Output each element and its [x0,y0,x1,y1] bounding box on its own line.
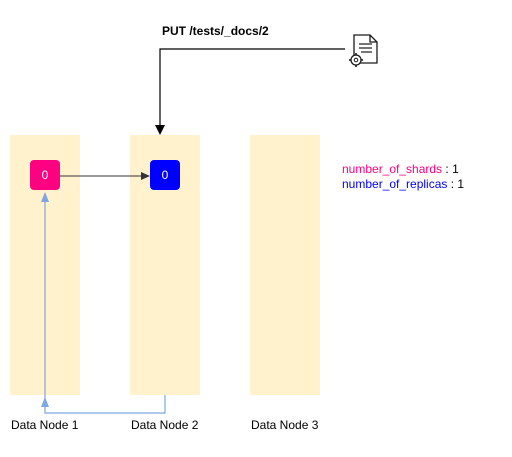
replica-shard: 0 [150,160,180,190]
legend-shards: number_of_shards : 1 [342,162,459,176]
legend-replicas: number_of_replicas : 1 [342,177,464,191]
ack-arrow [44,200,166,414]
document-gear-icon [349,34,378,67]
legend-replicas-value: 1 [457,177,465,191]
replication-arrowhead [141,172,150,180]
legend-shards-sep: : [442,162,453,176]
primary-shard: 0 [30,160,60,190]
request-arrowhead [155,125,165,135]
ack-arrowhead-node1 [41,397,49,407]
legend-replicas-sep: : [447,177,458,191]
data-node-1-label: Data Node 1 [11,418,79,432]
data-node-3-label: Data Node 3 [251,418,319,432]
legend-shards-value: 1 [452,162,459,176]
ack-arrowhead-primary [41,192,49,202]
data-node-3-column [250,135,320,395]
request-label: PUT /tests/_docs/2 [162,24,269,38]
legend-shards-key: number_of_shards [342,162,443,176]
data-node-2-label: Data Node 2 [131,418,199,432]
legend-replicas-key: number_of_replicas [342,177,448,191]
primary-shard-label: 0 [41,168,49,182]
replica-shard-label: 0 [161,168,169,182]
request-arrow [159,48,345,126]
